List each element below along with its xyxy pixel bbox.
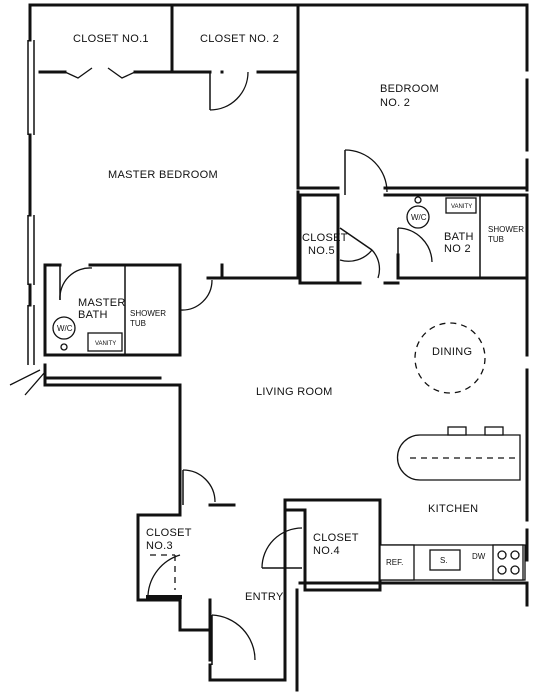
refrigerator-label: REF. [386,558,403,567]
fixtures [52,196,526,581]
doors [9,67,433,665]
bath2-shower-label-line1: SHOWER [488,225,524,234]
room-label-master-bath-line1: MASTER [78,297,126,309]
vanity-icon [445,197,477,214]
sink-icon [429,549,461,571]
room-label-closet-4-line1: CLOSET [313,532,359,544]
vanity-icon [87,332,123,352]
toilet-icon [52,316,76,340]
bath2-wc-label: W/C [411,213,427,222]
refrigerator-icon [379,544,415,581]
bath2-shower-label-line2: TUB [488,235,504,244]
walls [27,3,529,692]
bath2-vanity-label: VANITY [451,204,472,210]
master-bath-shower-label-line2: TUB [130,319,146,328]
master-bath-vanity-label: VANITY [95,341,116,347]
dishwasher-label: DW [472,552,486,561]
room-label-closet-2: CLOSET NO. 2 [200,33,279,45]
dining-table-icon [414,322,486,394]
room-labels: CLOSET NO.1 CLOSET NO. 2 BEDROOM NO. 2 M… [73,33,478,603]
room-label-closet-4-line2: NO.4 [313,545,340,557]
room-label-master-bath-line2: BATH [78,309,108,321]
room-label-closet-5-line2: NO.5 [308,245,335,257]
master-bath-wc-label: W/C [57,324,73,333]
room-label-master-bedroom: MASTER BEDROOM [108,169,218,181]
room-label-bath-2-line2: NO 2 [444,243,471,255]
toilet-icon [406,205,430,229]
room-label-bath-2-line1: BATH [444,231,474,243]
room-label-kitchen: KITCHEN [428,503,478,515]
room-label-entry: ENTRY [245,591,284,603]
room-label-closet-1: CLOSET NO.1 [73,33,149,45]
room-label-bedroom-2-line1: BEDROOM [380,83,439,95]
fixture-labels: W/C VANITY SHOWER TUB W/C VANITY SHOWER … [57,204,524,567]
room-label-dining: DINING [432,346,472,358]
sink-label: S. [440,556,448,565]
room-label-bedroom-2-line2: NO. 2 [380,97,410,109]
room-label-closet-3-line2: NO.3 [146,540,173,552]
room-label-closet-5-line1: CLOSET [302,232,348,244]
stove-icon [492,544,524,581]
room-label-closet-3-line1: CLOSET [146,527,192,539]
room-label-living-room: LIVING ROOM [256,386,333,398]
master-bath-shower-label-line1: SHOWER [130,309,166,318]
